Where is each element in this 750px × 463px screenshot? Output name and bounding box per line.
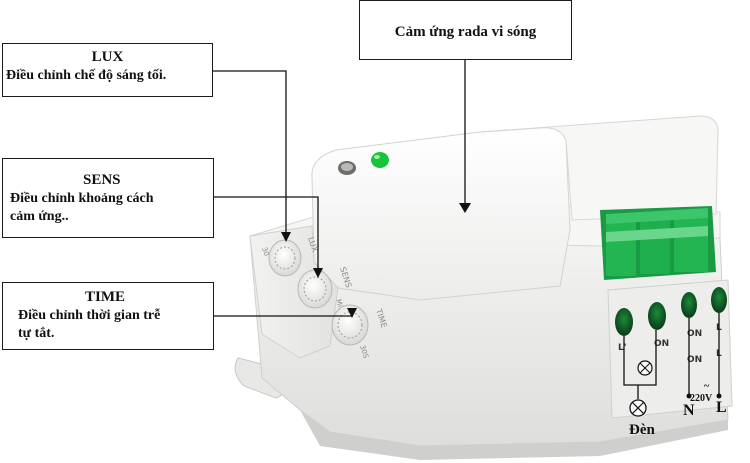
sens-description-line2: cảm ứng.. [10, 209, 69, 224]
time-callout: TIME Điều chỉnh thời gian trễ tự tắt. [2, 282, 214, 350]
wiring [623, 313, 720, 399]
voltage-label: 220V [690, 393, 713, 404]
terminal-label-1: L' [618, 343, 627, 353]
sens-callout: SENS Điều chỉnh khoảng cách cảm ứng.. [2, 158, 214, 238]
radar-callout: Cảm ứng rada vi sóng [359, 0, 572, 60]
lamp-wire [623, 330, 657, 386]
terminal-block [600, 206, 716, 280]
sens-description-line1: Điều chỉnh khoảng cách [10, 191, 154, 206]
radar-title: Cảm ứng rada vi sóng [394, 24, 537, 40]
terminal-label-2: ON [687, 329, 702, 339]
time-description-line1: Điều chỉnh thời gian trễ [18, 308, 161, 323]
status-led [371, 152, 389, 168]
neutral-label: N [683, 402, 695, 419]
terminal-label-3: ON [687, 355, 702, 365]
lux-description: Điều chỉnh chế độ sáng tối. [6, 68, 167, 83]
time-dial-value: 30S [358, 344, 370, 360]
wire-terminals [686, 393, 722, 399]
sens-title: SENS [83, 172, 121, 188]
lux-title: LUX [91, 49, 124, 65]
terminal-label-0: ON [654, 339, 669, 349]
lamp-label: Đèn [629, 422, 655, 438]
sens-leader [214, 196, 319, 268]
lux-leader [213, 70, 287, 232]
ac-symbol: ~ [704, 381, 710, 392]
time-title: TIME [85, 289, 126, 305]
sens-dial-value: Min [334, 298, 345, 312]
leader-arrowheads [281, 203, 471, 318]
terminal-front [607, 279, 733, 419]
light-sensor-lens [338, 161, 356, 175]
live-label: L [716, 399, 727, 416]
lux-callout: LUX Điều chỉnh chế độ sáng tối. [2, 43, 213, 97]
time-description-line2: tự tắt. [18, 326, 55, 341]
lamp-icon [629, 360, 653, 417]
lux-dial-value: 30 [260, 246, 270, 257]
